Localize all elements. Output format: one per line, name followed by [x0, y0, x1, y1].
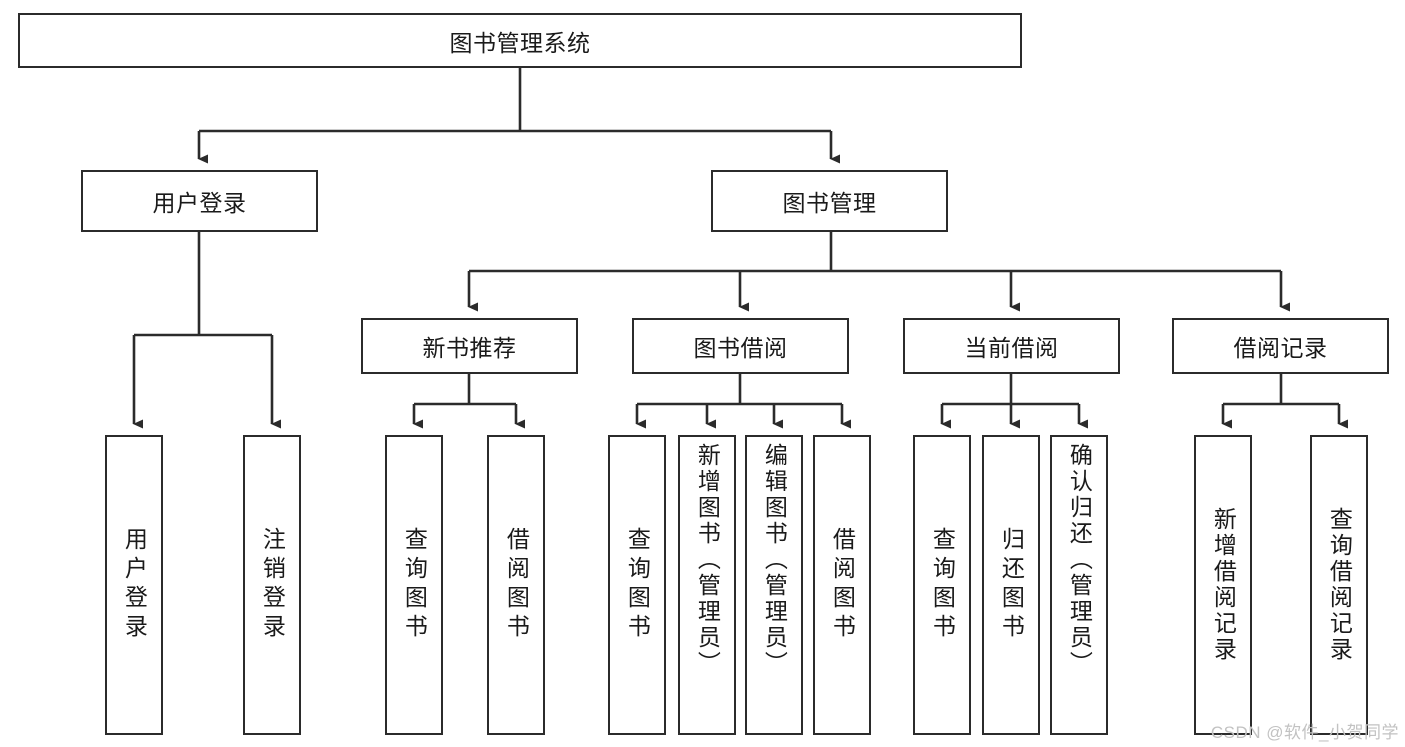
node-leaf-confirm-return-admin[interactable]: 确认归还（管理员） — [1050, 435, 1108, 735]
node-label: 图书借阅 — [693, 335, 788, 361]
node-label: 借阅图书 — [829, 527, 856, 643]
node-user-login[interactable]: 用户登录 — [81, 170, 318, 232]
edge-root-to-level1 — [197, 68, 840, 164]
node-leaf-query-book-borrowing[interactable]: 查询图书 — [608, 435, 666, 735]
node-current-borrowing[interactable]: 当前借阅 — [903, 318, 1120, 374]
node-leaf-add-book-admin[interactable]: 新增图书（管理员） — [678, 435, 736, 735]
node-root-book-management-system[interactable]: 图书管理系统 — [18, 13, 1022, 68]
node-new-book-recommendation[interactable]: 新书推荐 — [361, 318, 578, 374]
node-label: 用户登录 — [152, 190, 247, 216]
node-label: 归还图书 — [998, 527, 1025, 643]
node-label: 编辑图书（管理员） — [761, 443, 788, 677]
node-label: 注销登录 — [259, 527, 286, 643]
node-label: 借阅图书 — [503, 527, 530, 643]
node-borrowing-record[interactable]: 借阅记录 — [1172, 318, 1389, 374]
edge-current-borrow-to-leaves — [940, 374, 1088, 429]
node-label: 查询图书 — [929, 527, 956, 643]
node-leaf-edit-book-admin[interactable]: 编辑图书（管理员） — [745, 435, 803, 735]
edge-borrow-record-to-leaves — [1221, 374, 1348, 429]
edge-book-mgmt-to-level2 — [467, 232, 1290, 312]
edge-borrow-to-leaves — [635, 374, 851, 429]
node-label: 新增借阅记录 — [1210, 507, 1237, 663]
node-leaf-borrow-book-recommend[interactable]: 借阅图书 — [487, 435, 545, 735]
node-label: 当前借阅 — [964, 335, 1059, 361]
node-leaf-user-login[interactable]: 用户登录 — [105, 435, 163, 735]
node-label: 确认归还（管理员） — [1066, 443, 1093, 677]
node-leaf-query-book-recommend[interactable]: 查询图书 — [385, 435, 443, 735]
node-label: 借阅记录 — [1233, 335, 1328, 361]
node-book-management[interactable]: 图书管理 — [711, 170, 948, 232]
edge-user-login-to-leaves — [132, 232, 281, 429]
node-label: 图书管理系统 — [449, 29, 591, 56]
node-leaf-logout[interactable]: 注销登录 — [243, 435, 301, 735]
node-book-borrowing[interactable]: 图书借阅 — [632, 318, 849, 374]
node-label: 用户登录 — [121, 527, 148, 643]
node-leaf-borrow-book[interactable]: 借阅图书 — [813, 435, 871, 735]
csdn-watermark: CSDN @软件_小贺同学 — [1210, 723, 1399, 742]
node-label: 新增图书（管理员） — [694, 443, 721, 677]
node-leaf-return-book[interactable]: 归还图书 — [982, 435, 1040, 735]
node-label: 查询图书 — [624, 527, 651, 643]
node-label: 新书推荐 — [422, 335, 517, 361]
node-leaf-add-borrow-record[interactable]: 新增借阅记录 — [1194, 435, 1252, 735]
node-label: 查询借阅记录 — [1326, 507, 1353, 663]
node-leaf-query-book-current[interactable]: 查询图书 — [913, 435, 971, 735]
edge-new-book-to-leaves — [412, 374, 525, 429]
node-label: 查询图书 — [401, 527, 428, 643]
node-label: 图书管理 — [782, 190, 877, 216]
node-leaf-query-borrow-record[interactable]: 查询借阅记录 — [1310, 435, 1368, 735]
